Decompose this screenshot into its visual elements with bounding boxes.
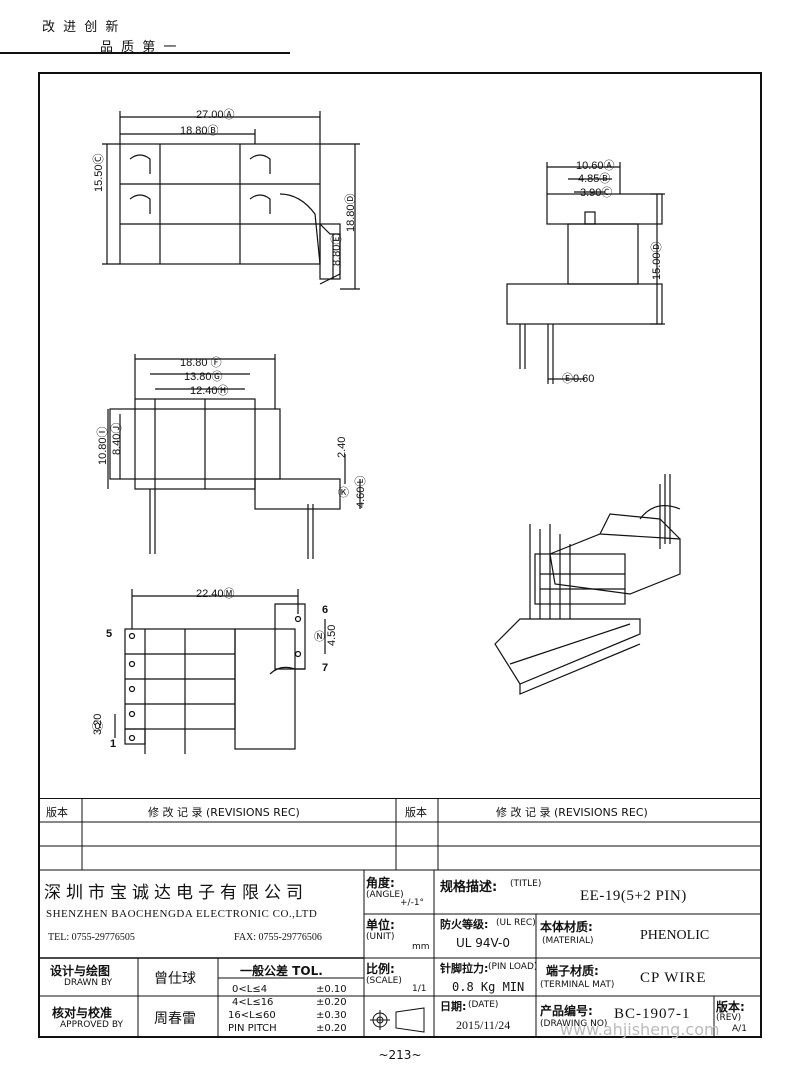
rev-label-en: (REV) (716, 1013, 742, 1023)
dim-front-height-small: 8.80Ⓔ (331, 233, 343, 266)
front-view (102, 111, 360, 290)
dim-side-width-inner: 3.90Ⓒ (580, 187, 613, 199)
title-value: EE-19(5+2 PIN) (580, 888, 687, 904)
elevation-view (107, 354, 361, 559)
drawing-no-label-en: (DRAWING NO) (540, 1019, 608, 1029)
page-number: ~213~ (378, 1048, 422, 1062)
pin-load-value: 0.8 Kg MIN (452, 980, 525, 994)
isometric-view (494, 474, 681, 695)
dim-front-height-right: 18.80Ⓓ (345, 193, 357, 232)
dim-view4-pitch-marker: Ⓝ (314, 631, 325, 643)
pin-load-label: 针脚拉力: (440, 962, 489, 975)
pin-label-5: 5 (106, 628, 113, 640)
date-value: 2015/11/24 (456, 1018, 511, 1032)
header-rule (0, 52, 290, 54)
unit-label-en: (UNIT) (366, 932, 395, 942)
company-tel: TEL: 0755-29776505 (48, 932, 135, 943)
dim-view3-r2: Ⓚ (338, 487, 349, 499)
pin-label-6: 6 (322, 604, 329, 616)
pin-load-label-en: (PIN LOAD) (488, 962, 538, 972)
dim-side-width-top: 10.60Ⓐ (576, 160, 615, 172)
unit-value: mm (412, 942, 430, 952)
technical-drawing (102, 111, 681, 754)
designer-label: 设计与绘图 (50, 964, 111, 978)
tolerance-label: 一般公差 TOL. (240, 964, 323, 978)
scale-label-en: (SCALE) (366, 976, 402, 986)
dim-view4-pitch: 4.50 (326, 624, 338, 646)
date-label: 日期: (440, 1000, 467, 1013)
angle-label-en: (ANGLE) (366, 890, 404, 900)
date-label-en: (DATE) (468, 1000, 499, 1010)
company-fax: FAX: 0755-29776506 (234, 932, 322, 943)
dim-front-width-inner: 18.80Ⓑ (180, 125, 219, 137)
dim-view3-w3: 12.40Ⓗ (190, 385, 229, 397)
drawing-no-label: 产品编号: (540, 1004, 593, 1018)
unit-label: 单位: (366, 918, 395, 932)
tol-range-3: 16<L≤60 (228, 1010, 276, 1021)
rev-value: A/1 (732, 1024, 747, 1034)
pin-label-1: 1 (110, 738, 117, 750)
drawing-no-value: BC-1907-1 (614, 1006, 691, 1022)
tol-range-1: 0<L≤4 (232, 984, 268, 995)
material-label: 本体材质: (540, 920, 593, 934)
tol-value-4: ±0.20 (316, 1023, 347, 1034)
approver-label-en: APPROVED BY (60, 1020, 124, 1030)
approver-label: 核对与校准 (52, 1006, 113, 1020)
dim-view3-w1: 18.80 Ⓕ (180, 357, 222, 369)
dim-pin-diameter: Ⓔ0.60 (562, 373, 595, 385)
title-label: 规格描述: (440, 880, 498, 895)
watermark: www.ahjisheng.com (560, 1020, 720, 1039)
ul-label: 防火等级: (440, 918, 489, 931)
material-label-en: (MATERIAL) (542, 936, 594, 946)
dim-side-width-mid: 4.85Ⓑ (578, 173, 611, 185)
side-view (506, 162, 665, 384)
dim-view4-left-marker: Ⓞ (92, 721, 103, 733)
terminal-label-en: (TERMINAL MAT) (540, 980, 615, 990)
pin-label-7: 7 (322, 662, 329, 674)
slogan-line-2: 品 质 第 一 (100, 40, 179, 55)
tol-value-2: ±0.20 (316, 997, 347, 1008)
designer-value: 曾仕球 (154, 971, 196, 987)
tol-range-2: 4<L≤16 (232, 997, 274, 1008)
ul-value: UL 94V-0 (456, 936, 511, 950)
tol-range-4: PIN PITCH (228, 1023, 277, 1034)
rev-col-ver-right: 版本 (405, 806, 427, 819)
dim-front-height-left: 15.50Ⓒ (93, 153, 105, 192)
dim-front-width-total: 27.00Ⓐ (196, 109, 235, 121)
ul-label-en: (UL REC) (496, 918, 536, 928)
rev-col-rec-left: 修 改 记 录 (REVISIONS REC) (148, 806, 300, 819)
dim-view3-r1: 2.40 (336, 436, 348, 458)
material-value: PHENOLIC (640, 928, 710, 943)
approver-value: 周春雷 (154, 1011, 196, 1027)
scale-label: 比例: (366, 962, 395, 976)
rev-col-ver-left: 版本 (46, 806, 68, 819)
terminal-value: CP WIRE (640, 970, 707, 986)
dim-view3-r3: 4.60Ⓛ (355, 475, 367, 508)
designer-label-en: DRAWN BY (64, 978, 113, 988)
angle-label: 角度: (366, 876, 395, 890)
title-block-grid (38, 798, 762, 1038)
dim-view3-h2: 8.40Ⓙ (111, 422, 123, 455)
angle-value: +/-1° (400, 898, 425, 908)
rev-label: 版本: (716, 1000, 745, 1014)
bottom-view (114, 589, 326, 754)
rev-col-rec-right: 修 改 记 录 (REVISIONS REC) (496, 806, 648, 819)
dim-view4-width: 22.40Ⓜ (196, 588, 235, 600)
terminal-label: 端子材质: (546, 964, 599, 978)
slogan-line-1: 改 进 创 新 (42, 20, 121, 35)
company-name-cn: 深圳市宝诚达电子有限公司 (44, 883, 308, 902)
title-label-en: (TITLE) (510, 879, 542, 889)
scale-value: 1/1 (412, 984, 427, 994)
company-name-en: SHENZHEN BAOCHENGDA ELECTRONIC CO.,LTD (46, 908, 318, 920)
dim-side-height: 15.00Ⓓ (651, 241, 663, 280)
dim-view3-w2: 13.80Ⓖ (184, 371, 223, 383)
tol-value-1: ±0.10 (316, 984, 347, 995)
tol-value-3: ±0.30 (316, 1010, 347, 1021)
